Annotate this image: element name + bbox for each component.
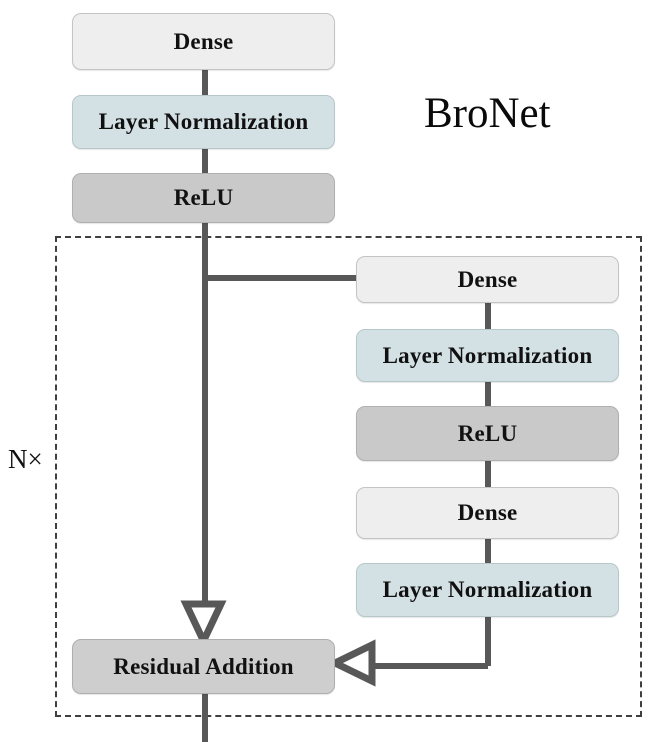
repeat-count-label: N× xyxy=(8,444,43,474)
connector-stem-layernorm-to-relu xyxy=(202,146,208,178)
block-label: Dense xyxy=(457,266,518,292)
block-branch-layer-normalization-1[interactable]: Layer Normalization xyxy=(356,329,619,382)
connector-skip-path xyxy=(202,220,208,605)
connector-branch-return-vertical xyxy=(485,614,491,666)
connector-branch-relu-to-dense2 xyxy=(485,458,491,490)
connector-branch-layernorm1-to-relu xyxy=(485,378,491,409)
connector-stem-dense-to-layernorm xyxy=(202,66,208,100)
block-label: Dense xyxy=(457,500,518,525)
block-branch-dense-2[interactable]: Dense xyxy=(356,487,619,539)
block-stem-relu[interactable]: ReLU xyxy=(72,173,335,223)
block-branch-dense-1[interactable]: Dense xyxy=(356,256,619,303)
block-label: ReLU xyxy=(457,420,518,446)
block-branch-relu[interactable]: ReLU xyxy=(356,406,619,461)
diagram-title: BroNet xyxy=(424,90,551,137)
block-residual-addition[interactable]: Residual Addition xyxy=(72,639,335,694)
connector-branch-dense1-to-layernorm1 xyxy=(485,299,491,332)
block-stem-dense[interactable]: Dense xyxy=(72,13,335,70)
connector-output-stem xyxy=(202,693,208,742)
block-label: Dense xyxy=(173,28,234,54)
connector-branch-return-horizontal xyxy=(360,663,488,669)
connector-branch-tap xyxy=(202,275,362,281)
block-stem-layer-normalization[interactable]: Layer Normalization xyxy=(72,95,335,149)
block-label: Residual Addition xyxy=(113,653,294,679)
block-label: Layer Normalization xyxy=(98,109,309,134)
block-label: Layer Normalization xyxy=(382,342,593,368)
connector-branch-dense2-to-layernorm2 xyxy=(485,536,491,566)
block-branch-layer-normalization-2[interactable]: Layer Normalization xyxy=(356,563,619,617)
block-label: ReLU xyxy=(173,185,234,210)
block-label: Layer Normalization xyxy=(382,577,593,602)
repeat-block-dashed-boundary xyxy=(55,236,642,717)
